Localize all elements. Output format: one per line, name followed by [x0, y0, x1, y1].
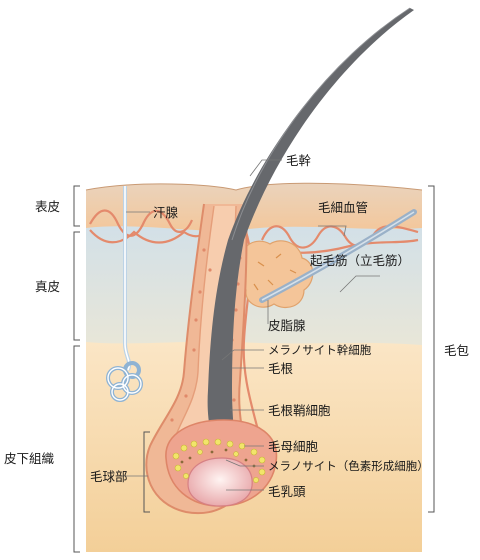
- label-arrector-pili: 起毛筋（立毛筋）: [310, 253, 411, 268]
- label-dermal-papilla: 毛乳頭: [268, 484, 306, 499]
- label-melanocyte: メラノサイト（色素形成細胞）: [268, 459, 429, 473]
- hair-follicle-bracket: [428, 185, 435, 513]
- hair-shaft: [207, 8, 414, 450]
- label-hair-shaft: 毛幹: [286, 153, 312, 168]
- label-sebaceous-gland: 皮脂腺: [268, 318, 306, 333]
- melanin-granules: [172, 438, 266, 483]
- label-capillary: 毛細血管: [318, 200, 369, 215]
- hair-bulb: [165, 419, 278, 507]
- label-root-sheath-cell: 毛根鞘細胞: [268, 403, 331, 418]
- sweat-gland: [106, 186, 143, 402]
- label-subcutaneous: 皮下組織: [4, 451, 55, 466]
- label-hair-matrix-cell: 毛母細胞: [268, 439, 319, 454]
- label-epidermis: 表皮: [35, 199, 61, 214]
- skin-surface-line: [85, 182, 423, 191]
- layer-brackets: [73, 185, 80, 553]
- dermal-papilla: [187, 457, 253, 507]
- label-hair-root: 毛根: [268, 361, 294, 376]
- label-hair-bulb: 毛球部: [90, 469, 128, 484]
- label-dermis: 真皮: [35, 279, 61, 294]
- hair-bulb-bracket: [143, 431, 150, 513]
- label-hair-follicle: 毛包: [444, 343, 470, 358]
- leader-lines: [120, 159, 380, 491]
- label-sweat-gland: 汗腺: [153, 205, 179, 220]
- label-melanocyte-stem-cell: メラノサイト幹細胞: [268, 343, 372, 357]
